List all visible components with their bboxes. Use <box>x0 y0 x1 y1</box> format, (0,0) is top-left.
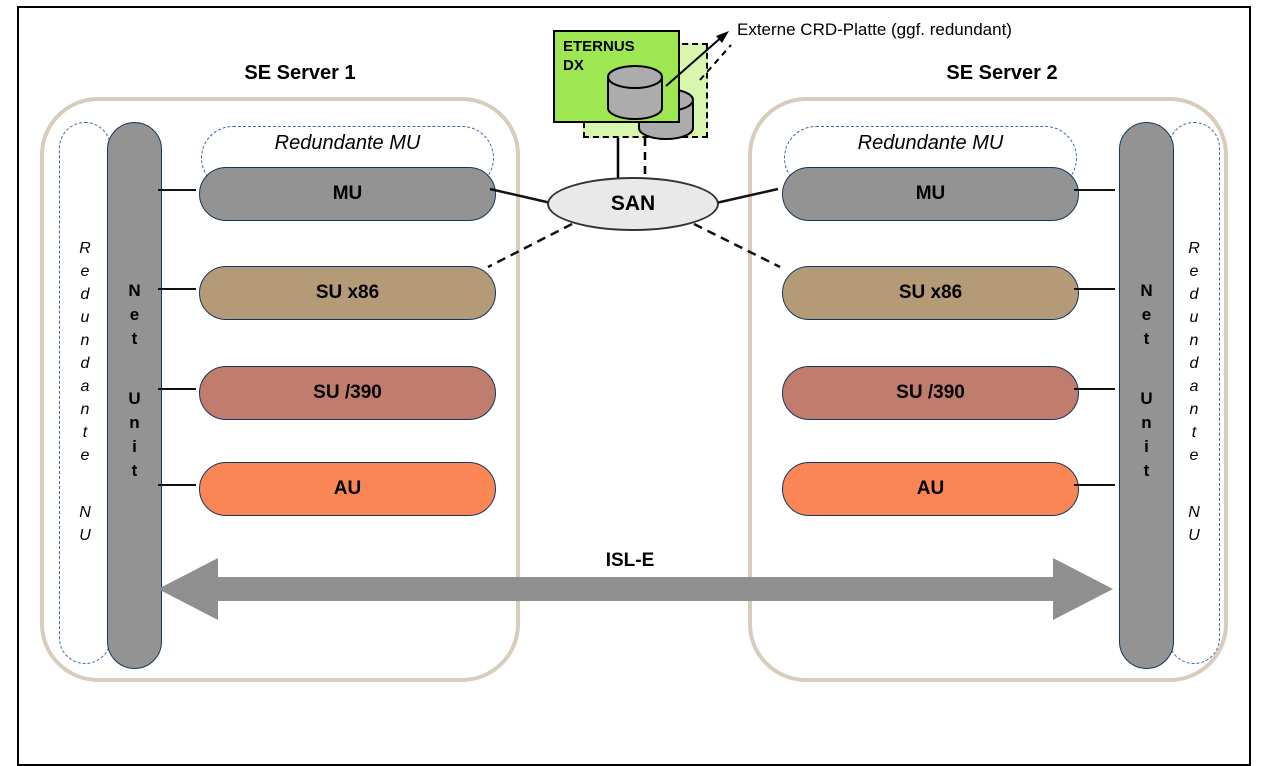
eternus-label: ETERNUS <box>563 38 635 55</box>
eternus-dx-box: ETERNUS DX <box>553 30 680 123</box>
server2-unit-su-x86: SU x86 <box>782 266 1079 320</box>
isl-e-label: ISL-E <box>605 550 655 571</box>
server1-unit-su-390: SU /390 <box>199 366 496 420</box>
external-crd-label: Externe CRD-Platte (ggf. redundant) <box>737 20 1012 39</box>
san-node: SAN <box>547 177 719 231</box>
server1-net-unit <box>107 122 162 669</box>
server2-title: SE Server 2 <box>946 62 1058 84</box>
server2-net-unit <box>1119 122 1174 669</box>
server1-unit-su-x86: SU x86 <box>199 266 496 320</box>
server1-unit-au: AU <box>199 462 496 516</box>
server1-unit-mu: MU <box>199 167 496 221</box>
server2-unit-mu: MU <box>782 167 1079 221</box>
server1-title: SE Server 1 <box>244 62 356 84</box>
server2-unit-su-390: SU /390 <box>782 366 1079 420</box>
server2-unit-au: AU <box>782 462 1079 516</box>
server1-redundant-mu-label: Redundante MU <box>274 132 421 154</box>
server2-redundant-mu-label: Redundante MU <box>857 132 1004 154</box>
